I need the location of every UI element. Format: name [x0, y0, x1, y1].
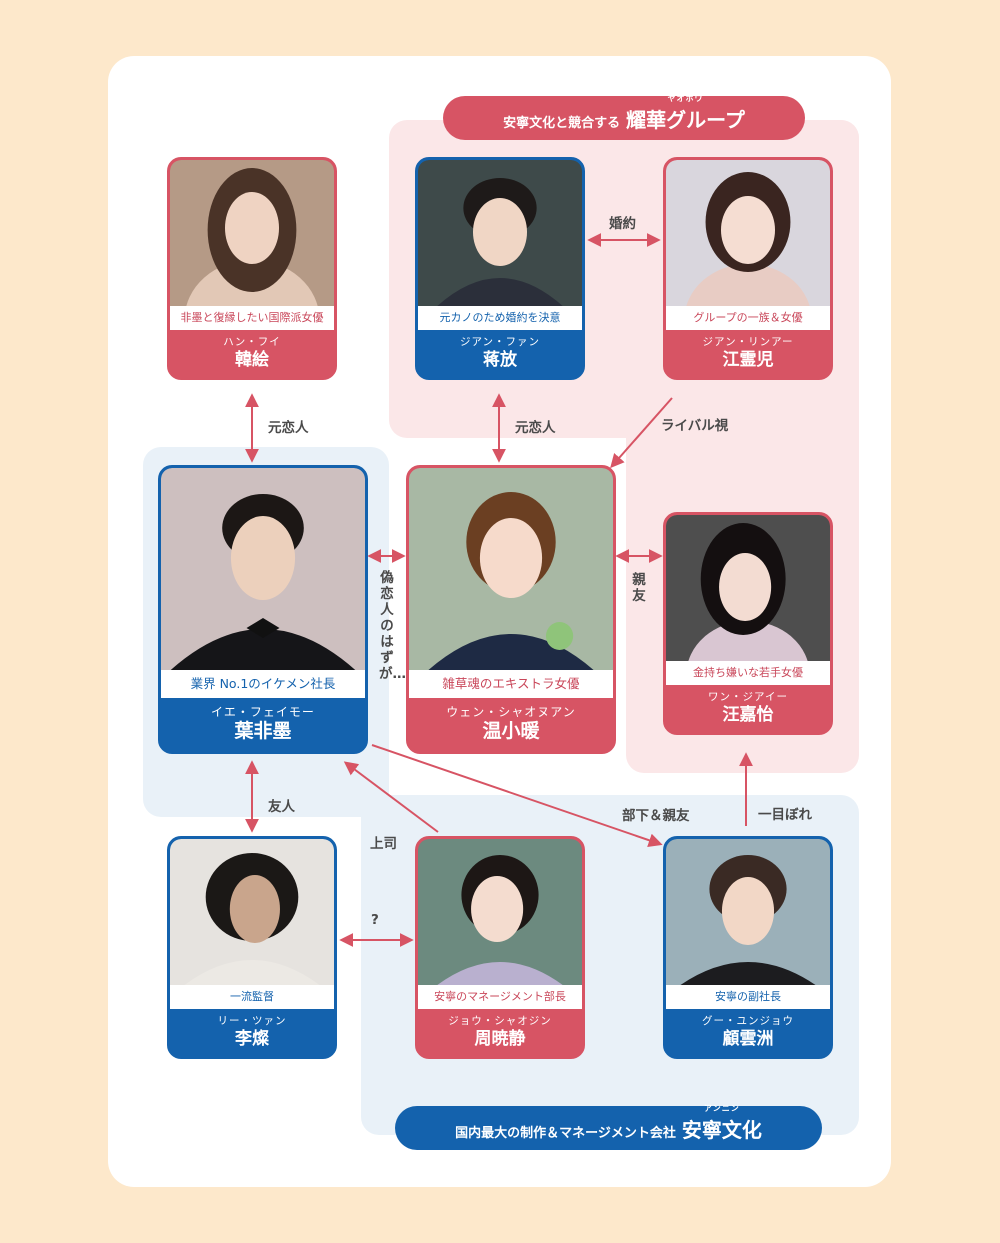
anning-group-banner: 国内最大の制作＆マネージメント会社 アンニン安寧文化 — [395, 1104, 822, 1150]
label-first-sight: 一目ぼれ — [758, 807, 812, 823]
jianglinger-reading: ジアン・リンアー — [702, 336, 794, 348]
label-engaged: 婚約 — [609, 216, 636, 232]
lican-desc: 一流監督 — [170, 985, 334, 1009]
card-jianglinger: グループの一族＆女優 ジアン・リンアー 江霊児 — [663, 157, 833, 380]
arrow-subordinate — [371, 744, 663, 847]
label-unknown: ? — [371, 912, 379, 928]
wenxiaonuan-photo — [409, 468, 613, 670]
wenxiaonuan-desc: 雑草魂のエキストラ女優 — [409, 670, 613, 698]
guyunzhou-desc: 安寧の副社長 — [666, 985, 830, 1009]
yefeimo-reading: イエ・フェイモー — [211, 705, 315, 719]
zhouxiaojing-photo — [418, 839, 582, 985]
yaohua-ruby: ヤオホワ — [667, 93, 704, 103]
anning-name: アンニン安寧文化 — [681, 1104, 762, 1143]
yaohua-group-banner: 安寧文化と競合する ヤオホワ耀華グループ — [443, 94, 805, 140]
wangjiayi-reading: ワン・ジアイー — [708, 691, 788, 703]
wangjiayi-name: 汪嘉怡 — [722, 705, 774, 725]
zhouxiaojing-reading: ジョウ・シャオジン — [448, 1015, 552, 1027]
card-lican: 一流監督 リー・ツァン 李燦 — [167, 836, 337, 1059]
jiangfang-name: 蒋放 — [483, 350, 517, 370]
card-jiangfang: 元カノのため婚約を決意 ジアン・ファン 蒋放 — [415, 157, 585, 380]
card-zhouxiaojing: 安寧のマネージメント部長 ジョウ・シャオジン 周暁静 — [415, 836, 585, 1059]
card-guyunzhou: 安寧の副社長 グー・ユンジョウ 顧雲洲 — [663, 836, 833, 1059]
arrow-rival — [610, 397, 673, 469]
label-rival: ライバル視 — [661, 418, 729, 434]
label-friend: 友人 — [268, 799, 295, 815]
label-fake-lovers: 偽恋人のはずが… — [379, 570, 406, 682]
guyunzhou-reading: グー・ユンジョウ — [702, 1015, 794, 1027]
card-wenxiaonuan: 雑草魂のエキストラ女優 ウェン・シャオヌアン 温小暖 — [406, 465, 616, 754]
wenxiaonuan-reading: ウェン・シャオヌアン — [446, 705, 576, 719]
anning-ruby: アンニン — [704, 1103, 740, 1113]
jiangfang-photo — [418, 160, 582, 306]
jiangfang-desc: 元カノのため婚約を決意 — [418, 306, 582, 330]
yefeimo-desc: 業界 No.1のイケメン社長 — [161, 670, 365, 698]
yaohua-name: ヤオホワ耀華グループ — [626, 94, 745, 133]
label-ex-lover-1: 元恋人 — [268, 420, 309, 436]
label-boss: 上司 — [370, 836, 397, 852]
hanfei-reading: ハン・フイ — [223, 336, 281, 348]
lican-name: 李燦 — [235, 1029, 269, 1049]
jiangfang-reading: ジアン・ファン — [459, 336, 541, 348]
lican-reading: リー・ツァン — [217, 1015, 287, 1027]
yefeimo-photo — [161, 468, 365, 670]
label-ex-lover-2: 元恋人 — [515, 420, 556, 436]
wangjiayi-photo — [666, 515, 830, 661]
zhouxiaojing-desc: 安寧のマネージメント部長 — [418, 985, 582, 1009]
zhouxiaojing-name: 周暁静 — [474, 1029, 526, 1049]
label-best-friend: 親友 — [632, 572, 646, 604]
yefeimo-name: 葉非墨 — [234, 720, 292, 742]
card-hanfei: 非墨と復縁したい国際派女優 ハン・フイ 韓絵 — [167, 157, 337, 380]
jianglinger-desc: グループの一族＆女優 — [666, 306, 830, 330]
jianglinger-name: 江霊児 — [722, 350, 774, 370]
yaohua-prefix: 安寧文化と競合する — [503, 115, 621, 131]
wenxiaonuan-name: 温小暖 — [482, 720, 540, 742]
yaohua-name-text: 耀華グループ — [626, 107, 745, 132]
guyunzhou-photo — [666, 839, 830, 985]
arrow-boss — [343, 761, 439, 833]
card-wangjiayi: 金持ち嫌いな若手女優 ワン・ジアイー 汪嘉怡 — [663, 512, 833, 735]
wangjiayi-desc: 金持ち嫌いな若手女優 — [666, 661, 830, 685]
guyunzhou-name: 顧雲洲 — [722, 1029, 774, 1049]
hanfei-desc: 非墨と復縁したい国際派女優 — [170, 306, 334, 330]
card-yefeimo: 業界 No.1のイケメン社長 イエ・フェイモー 葉非墨 — [158, 465, 368, 754]
lican-photo — [170, 839, 334, 985]
hanfei-photo — [170, 160, 334, 306]
anning-prefix: 国内最大の制作＆マネージメント会社 — [455, 1125, 676, 1141]
hanfei-name: 韓絵 — [235, 350, 269, 370]
jianglinger-photo — [666, 160, 830, 306]
anning-name-text: 安寧文化 — [681, 1117, 762, 1142]
label-subordinate-friend: 部下＆親友 — [622, 808, 690, 824]
